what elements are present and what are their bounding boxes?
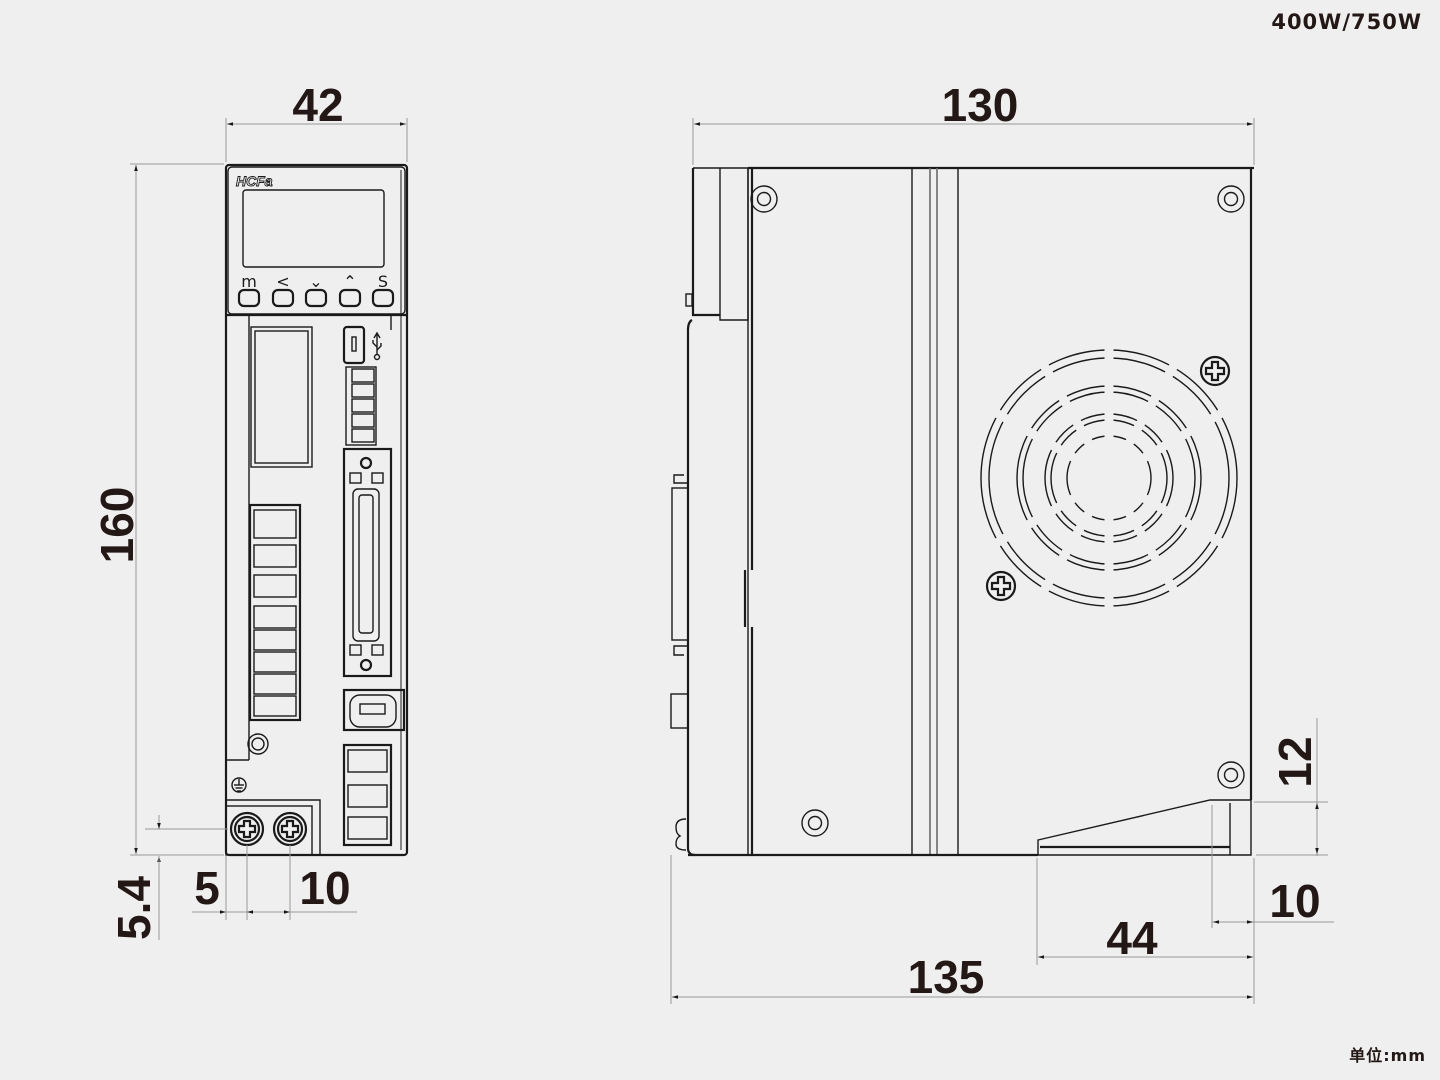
ground-terminal-screws [229,811,308,847]
connector-cover [250,326,313,468]
io-connector [352,488,380,642]
key-s-button [371,288,395,308]
usb-port [342,325,366,365]
motor-terminal [342,743,393,847]
dim-bracket-width: 10 [1269,875,1320,927]
ground-screw [247,733,269,755]
front-dimensions: 42 160 5.4 5 10 [91,79,408,940]
terminal-block-5 [345,366,377,446]
dim-height: 160 [91,487,143,564]
side-dimensions: 130 135 44 10 12 [670,79,1334,1004]
dim-bracket-height: 12 [1269,736,1321,787]
key-down-button [304,288,328,308]
key-label-s: S [378,272,388,291]
lcd-display [242,189,385,268]
dim-ground-offset-h: 5 [194,862,220,914]
key-m-button [237,288,261,308]
operator-panel [227,166,406,315]
encoder-connector [342,688,406,732]
io-connector-frame [342,447,393,678]
dim-width: 42 [292,79,343,131]
front-view: HCFa m < ⌄ ⌃ S [224,163,409,857]
dim-depth-body: 130 [942,79,1019,131]
model-label: 400W/750W [1271,10,1422,34]
power-connector [248,503,302,722]
key-left-button [271,288,295,308]
ground-icon [231,777,247,793]
usb-icon [372,331,382,361]
dim-depth-total: 135 [908,951,985,1003]
key-label-up: ⌃ [343,272,356,291]
fan-grille [980,348,1238,608]
fan-screws [985,355,1231,602]
key-label-down: ⌄ [309,272,322,291]
dim-ground-pitch: 10 [299,862,350,914]
dim-ground-offset-v: 5.4 [108,876,160,940]
side-view [670,166,1254,857]
mounting-holes [750,185,1245,837]
key-label-left: < [276,272,289,291]
key-label-m: m [241,272,257,291]
unit-label: 单位:mm [1349,1046,1426,1065]
key-up-button [338,288,362,308]
brand-logo: HCFa [236,173,273,189]
dim-bracket-length: 44 [1106,912,1158,964]
